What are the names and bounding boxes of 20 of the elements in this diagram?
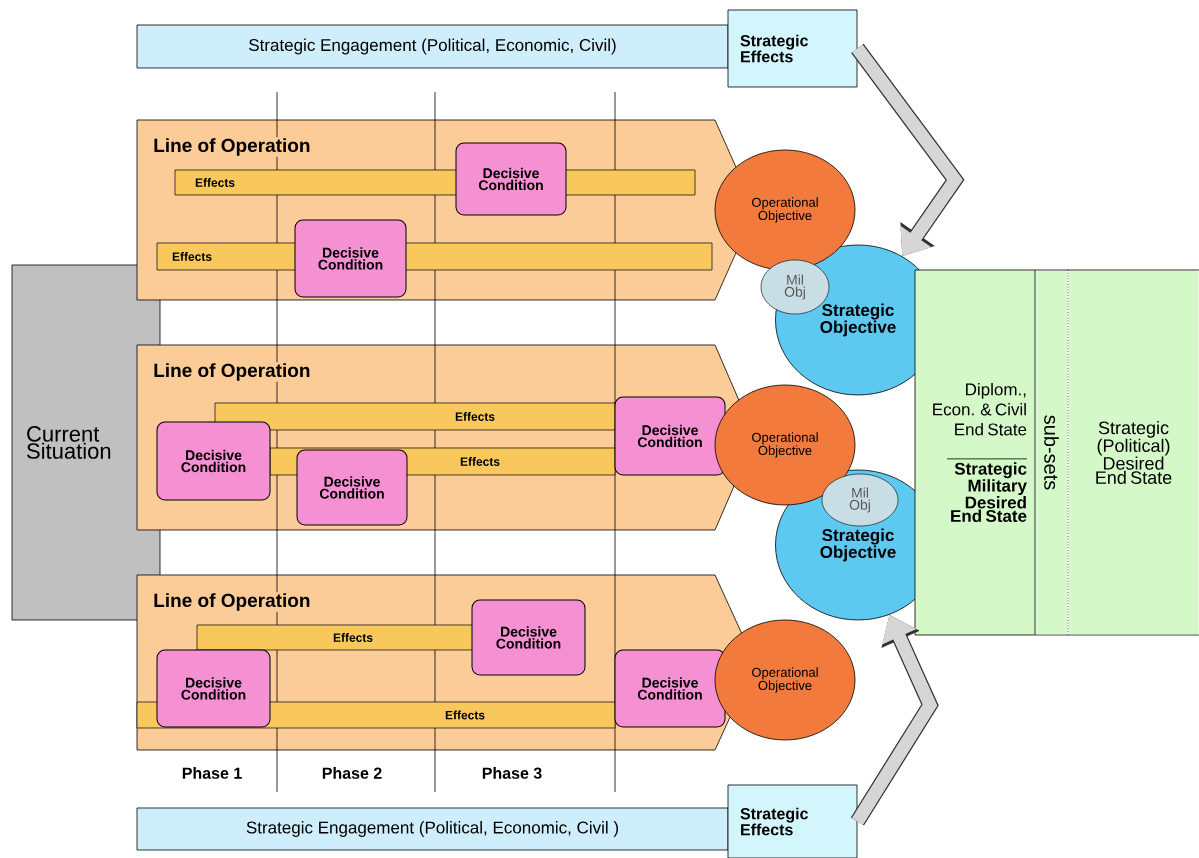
engagement-bar: Strategic Engagement (Political, Economic, Civil ) [136, 807, 729, 851]
condition-box: Decisive Condition [296, 449, 408, 526]
phase-label: Phase 1 [182, 767, 242, 779]
condition-box: Decisive Condition [156, 649, 271, 728]
node-label: Strategic (Political) Desired End State [1096, 421, 1172, 484]
end-state-box: sub-sets [1036, 271, 1067, 634]
condition-box: Decisive Condition [471, 599, 586, 676]
condition-box: Decisive Condition [156, 421, 271, 501]
condition-box: Decisive Condition [294, 219, 407, 298]
condition-box: Decisive Condition [614, 396, 726, 476]
effects-bar: Effects [196, 624, 476, 651]
condition-box: Decisive Condition [455, 142, 567, 216]
engagement-bar: Strategic Engagement (Political, Economic, Civil) [136, 24, 729, 69]
node-label: sub-sets [1044, 415, 1059, 490]
effects-box: Strategic Effects [727, 784, 858, 858]
phase-label: Phase 3 [482, 767, 542, 779]
phase-label: Phase 2 [322, 767, 382, 779]
effects-box: Strategic Effects [727, 9, 858, 88]
effects-bar: Effects [214, 402, 616, 431]
condition-box: Decisive Condition [614, 649, 726, 728]
